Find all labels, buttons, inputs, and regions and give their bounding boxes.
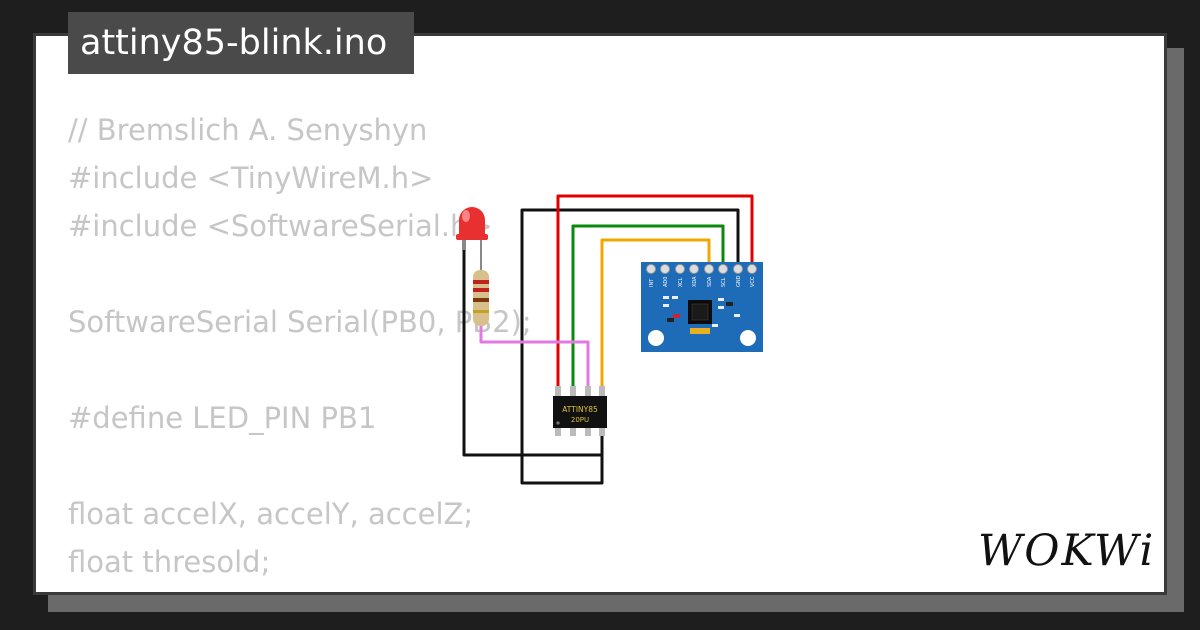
wokwi-logo-text: WOKWi bbox=[978, 526, 1156, 576]
wokwi-logo: WOKWi bbox=[978, 522, 1154, 580]
pin-label-ad0: AD0 bbox=[663, 277, 669, 287]
sensor-pin-pads bbox=[646, 264, 757, 274]
chip-label-line1: ATTINY85 bbox=[562, 405, 598, 414]
code-line: float thresold; bbox=[68, 545, 271, 579]
mount-hole-left bbox=[648, 330, 664, 346]
sensor-pin-labels: INT AD0 XCL XDA SDA SCL GND VCC bbox=[649, 275, 756, 287]
wire-gnd-sensor bbox=[520, 208, 740, 485]
chip-label-line2: 20PU bbox=[571, 416, 589, 424]
led[interactable] bbox=[456, 207, 488, 272]
code-line: #define LED_PIN PB1 bbox=[68, 401, 377, 435]
code-preview: // Bremslich A. Senyshyn #include <TinyWi… bbox=[68, 106, 532, 592]
code-line: #include <SoftwareSerial.h> bbox=[68, 209, 493, 243]
code-line: #include <TinyWireM.h> bbox=[68, 161, 434, 195]
attiny85-chip[interactable]: ATTINY85 20PU bbox=[553, 386, 607, 436]
project-title: attiny85-blink.ino bbox=[68, 12, 414, 74]
pin-label-xcl: XCL bbox=[678, 277, 684, 287]
wire-scl bbox=[571, 224, 725, 392]
pin-label-xda: XDA bbox=[692, 276, 698, 287]
pin-label-sda: SDA bbox=[707, 276, 713, 287]
sensor-capacitor bbox=[690, 328, 710, 334]
code-line: float accelX, accelY, accelZ; bbox=[68, 497, 474, 531]
pin-label-gnd: GND bbox=[736, 275, 742, 287]
resistor[interactable] bbox=[473, 270, 489, 326]
wire-vcc bbox=[556, 194, 754, 392]
wire-sda bbox=[600, 238, 711, 392]
code-line: SoftwareSerial Serial(PB0, PB2); bbox=[68, 305, 532, 339]
mpu-sensor-board[interactable]: INT AD0 XCL XDA SDA SCL GND VCC bbox=[641, 262, 763, 352]
pin-label-scl: SCL bbox=[721, 277, 727, 287]
mount-hole-right bbox=[740, 330, 756, 346]
preview-card: // Bremslich A. Senyshyn #include <TinyWi… bbox=[33, 33, 1167, 595]
wire-led bbox=[479, 322, 590, 392]
pin-label-vcc: VCC bbox=[750, 276, 756, 287]
code-line: // Bremslich A. Senyshyn bbox=[68, 113, 428, 147]
pin-label-int: INT bbox=[649, 278, 655, 287]
